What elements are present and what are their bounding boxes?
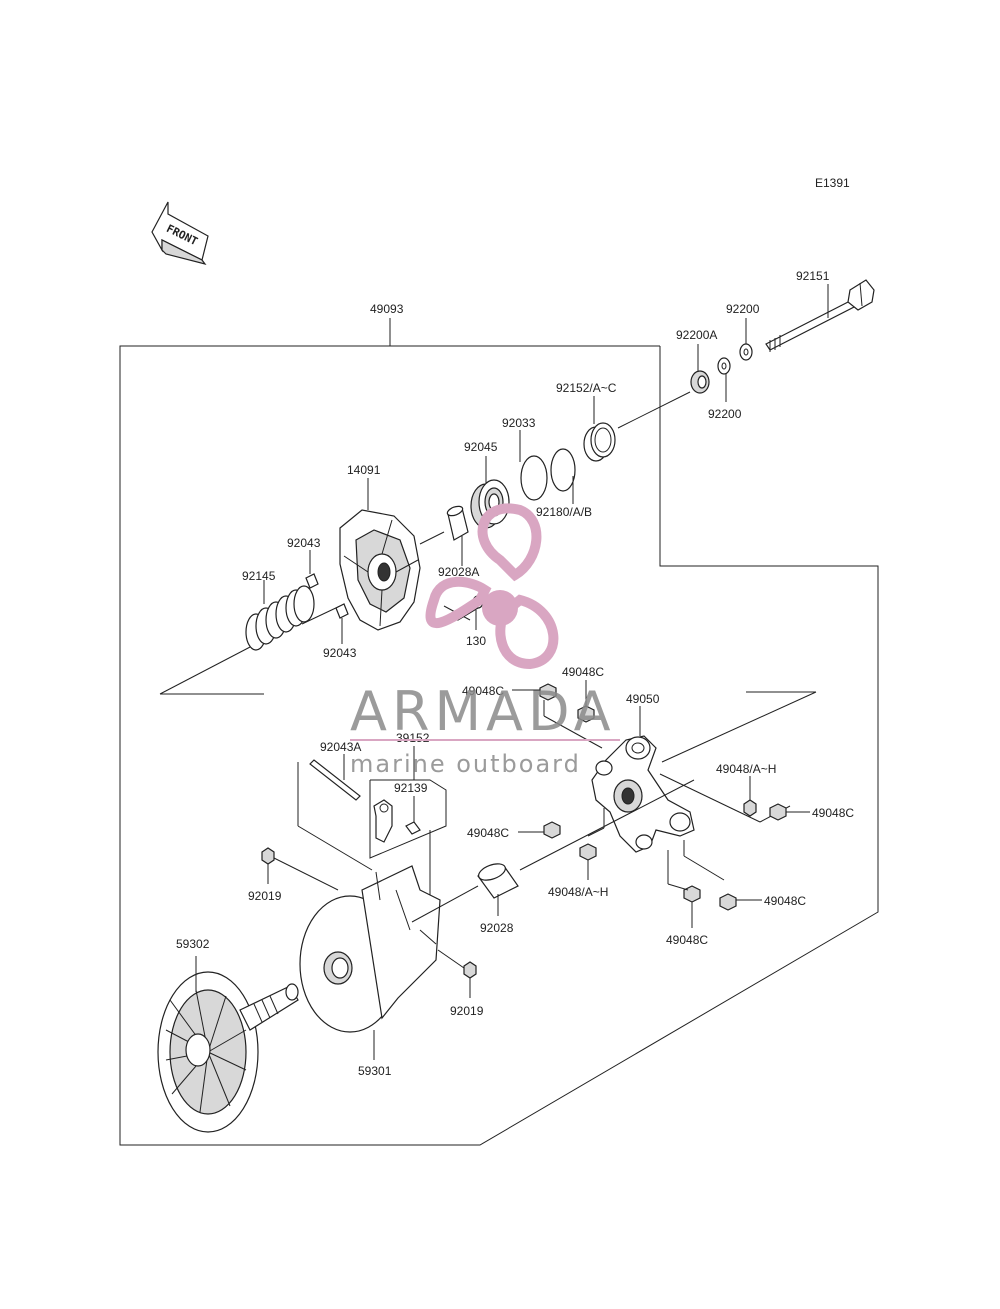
label-92028A: 92028A [438, 565, 479, 579]
label-92200-top: 92200 [726, 302, 760, 316]
nut-92019-left [261, 847, 275, 865]
label-49048-right: 49048/A~H [716, 762, 776, 776]
label-92200-bottom: 92200 [708, 407, 742, 421]
nut-49048C-bottom-right [719, 893, 737, 911]
label-92019-left: 92019 [248, 889, 282, 903]
watermark-subtitle: marine outboard [350, 750, 581, 778]
label-59301: 59301 [358, 1064, 392, 1078]
pin-92043-top [305, 573, 319, 589]
fixed-sheave-59302 [157, 971, 299, 1133]
label-49050: 49050 [626, 692, 660, 706]
nut-92019-bottom [463, 961, 477, 979]
label-92200A: 92200A [676, 328, 717, 342]
label-92151: 92151 [796, 269, 830, 283]
bracket-49050 [591, 735, 695, 853]
nut-49048C-left2 [543, 821, 561, 839]
label-49048C-top: 49048C [562, 665, 604, 679]
label-49048C-bottom: 49048C [666, 933, 708, 947]
watermark-title: ARMADA [350, 680, 616, 743]
sheave-59301 [299, 865, 441, 1033]
label-49048C-bottom-right: 49048C [764, 894, 806, 908]
spider-14091 [339, 509, 421, 631]
front-arrow-icon: FRONT [151, 201, 209, 266]
circlip-92180 [550, 448, 576, 492]
label-130: 130 [466, 634, 486, 648]
label-49048-bottom: 49048/A~H [548, 885, 608, 899]
label-39152: 39152 [396, 731, 430, 745]
bushing-92028A [446, 505, 469, 541]
label-92139: 92139 [394, 781, 428, 795]
pin-92043A [309, 759, 361, 801]
label-92019-bottom: 92019 [450, 1004, 484, 1018]
pin-92139 [405, 821, 421, 835]
bushing-92028 [477, 863, 519, 899]
seal-92152 [583, 422, 616, 462]
weight-39152 [373, 799, 393, 843]
label-14091: 14091 [347, 463, 381, 477]
weight-group-box [369, 779, 447, 859]
pin-92043-bottom [335, 603, 349, 619]
label-49093: 49093 [370, 302, 404, 316]
nut-49048C-bottom [683, 885, 701, 903]
spring-92145 [245, 585, 315, 651]
shaft-axis-line [617, 391, 691, 429]
label-49048C-right: 49048C [812, 806, 854, 820]
label-92145: 92145 [242, 569, 276, 583]
nut-49048-bottom [579, 843, 597, 861]
label-92180: 92180/A/B [536, 505, 592, 519]
diagram-code: E1391 [815, 176, 850, 190]
label-92033: 92033 [502, 416, 536, 430]
label-92045: 92045 [464, 440, 498, 454]
washer-92200-bottom [717, 357, 731, 375]
label-92043-top: 92043 [287, 536, 321, 550]
label-59302: 59302 [176, 937, 210, 951]
nut-49048-right [743, 799, 757, 817]
nut-49048C-top [539, 683, 557, 701]
assembly-frame [119, 345, 879, 1146]
label-92043A: 92043A [320, 740, 361, 754]
label-49048C-left2: 49048C [467, 826, 509, 840]
bolt-92151 [765, 279, 875, 352]
label-92043-bottom: 92043 [323, 646, 357, 660]
washer-92200-top [739, 343, 753, 361]
label-92152: 92152/A~C [556, 381, 617, 395]
armada-logo-icon [425, 503, 559, 670]
label-49048C-left1: 49048C [462, 684, 504, 698]
label-92028: 92028 [480, 921, 514, 935]
snap-ring-92033 [520, 455, 548, 501]
nut-49048C-right [769, 803, 787, 821]
